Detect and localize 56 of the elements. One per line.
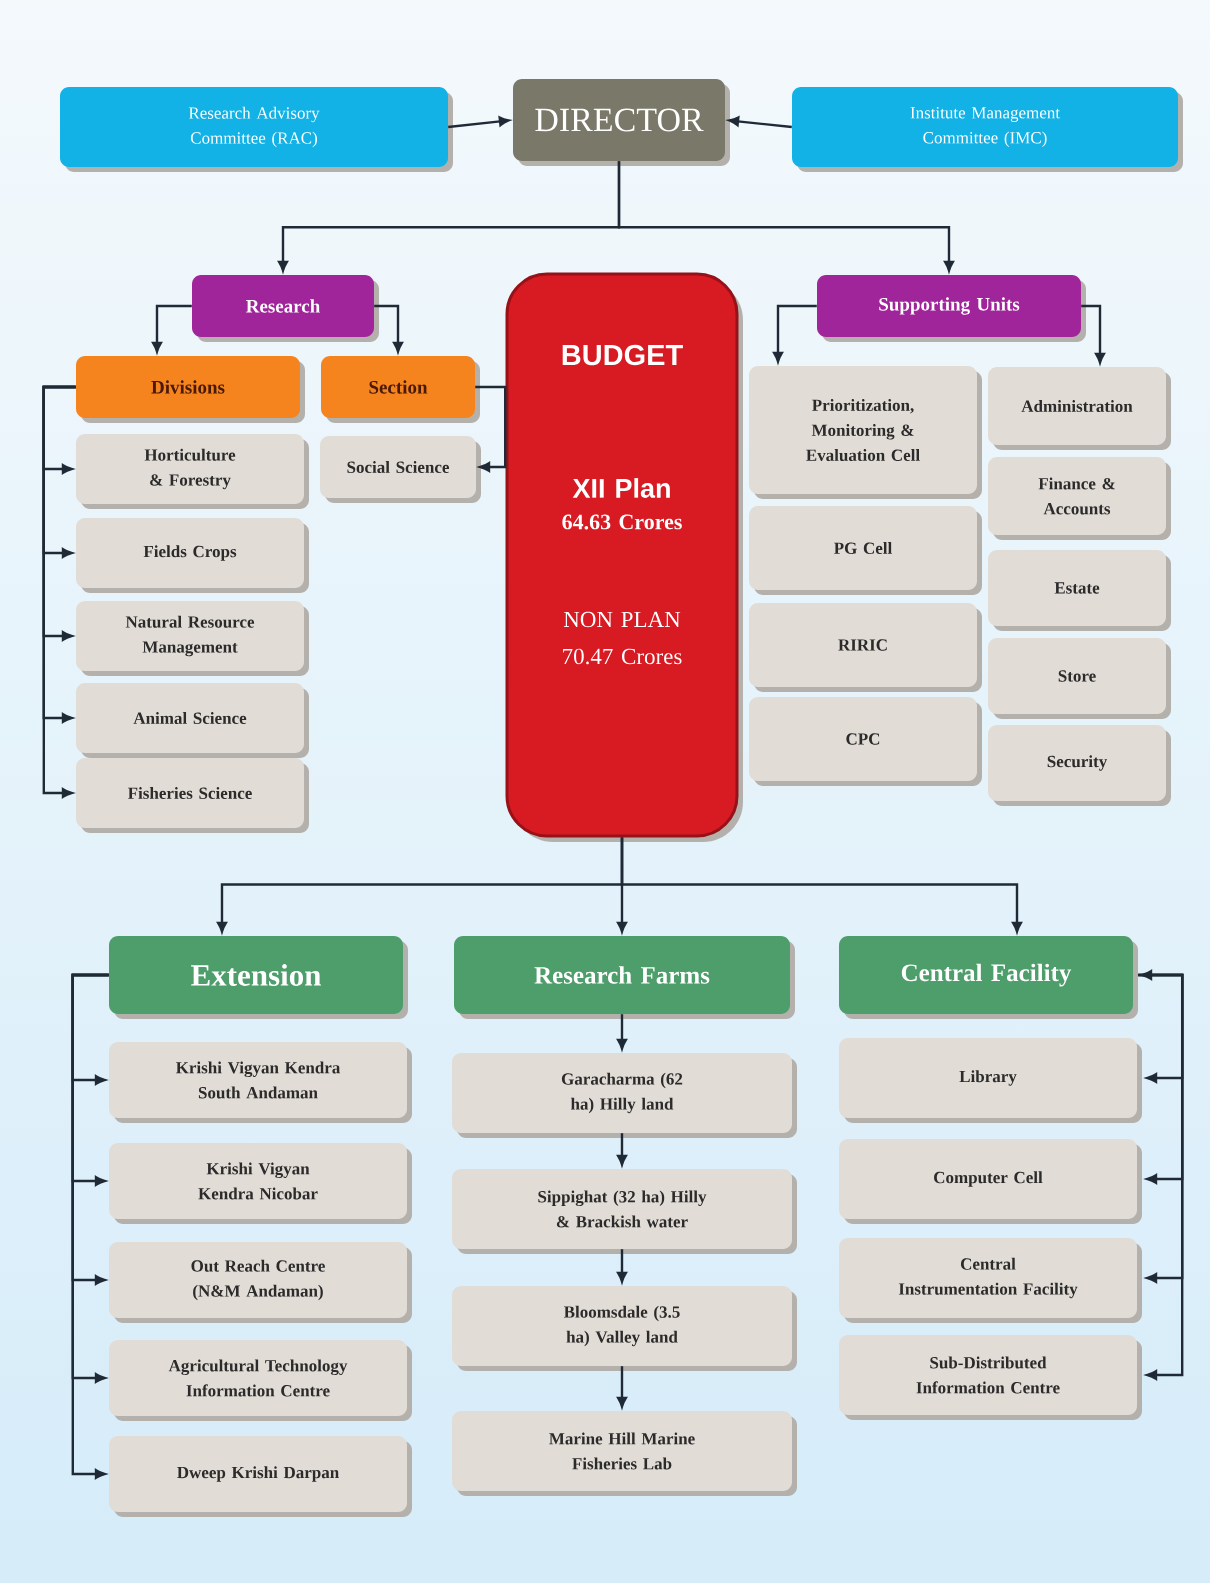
director-box: DIRECTOR — [513, 79, 730, 166]
unit-box: Agricultural Technology Information Centre — [109, 1340, 412, 1421]
unit-box: Security — [988, 725, 1171, 806]
unit-box: RIRIC — [749, 603, 982, 692]
unit-box: Central Instrumentation Facility — [839, 1238, 1142, 1323]
unit-box: Prioritization, Monitoring & Evaluation Cell — [749, 366, 982, 499]
unit-box: Store — [988, 638, 1171, 719]
unit-box: Krishi Vigyan Kendra South Andaman — [109, 1042, 412, 1123]
connector-arrow — [448, 116, 510, 129]
connector-arrow — [617, 1133, 627, 1166]
unit-header-box: Research — [192, 275, 379, 342]
unit-box: Fields Crops — [76, 518, 309, 593]
unit-box: Computer Cell — [839, 1139, 1142, 1224]
unit-box: Marine Hill Marine Fisheries Lab — [452, 1411, 797, 1496]
connector-arrow — [617, 161, 954, 272]
unit-box: Library — [839, 1038, 1142, 1123]
unit-box: Sub-Distributed Information Centre — [839, 1335, 1142, 1420]
unit-box: PG Cell — [749, 506, 982, 595]
unit-box: Garacharma (62 ha) Hilly land — [452, 1053, 797, 1138]
wing-header-box: Central Facility — [839, 936, 1138, 1019]
connector-arrow — [617, 1366, 627, 1408]
connector-arrow — [728, 116, 792, 129]
unit-box: Krishi Vigyan Kendra Nicobar — [109, 1143, 412, 1224]
unit-box: Finance & Accounts — [988, 457, 1171, 540]
unit-box: Dweep Krishi Darpan — [109, 1436, 412, 1517]
wing-header-box: Research Farms — [454, 936, 795, 1019]
unit-box: Out Reach Centre (N&M Andaman) — [109, 1242, 412, 1323]
connector-arrow — [152, 304, 192, 353]
connector-arrow — [620, 837, 1022, 933]
unit-box: Horticulture & Forestry — [76, 434, 309, 509]
connector-arrow — [773, 304, 817, 363]
committee-box: Institute Management Committee (IMC) — [792, 87, 1183, 172]
unit-box: Sippighat (32 ha) Hilly & Brackish water — [452, 1169, 797, 1254]
group-header-box: Divisions — [76, 356, 305, 423]
unit-box: Bloomsdale (3.5 ha) Valley land — [452, 1286, 797, 1371]
connector-arrow — [617, 1014, 627, 1050]
connector-arrow — [42, 385, 76, 798]
budget-pillar: BUDGET XII Plan 64.63 Crores NON PLAN 70.47 Crores — [505, 272, 743, 842]
connector-arrow — [1138, 973, 1184, 1283]
wing-header-box: Extension — [109, 936, 408, 1019]
committee-box: Research Advisory Committee (RAC) — [60, 87, 453, 172]
unit-header-box: Supporting Units — [817, 275, 1086, 342]
unit-box: Administration — [988, 367, 1171, 450]
group-header-box: Section — [321, 356, 480, 423]
unit-box: Estate — [988, 550, 1171, 631]
connector-arrow — [1141, 970, 1184, 1380]
unit-box: CPC — [749, 697, 982, 786]
connector-arrow — [617, 1249, 627, 1283]
connector-arrow — [475, 385, 507, 472]
unit-box: Social Science — [320, 436, 481, 503]
connector-arrow — [1081, 304, 1105, 364]
connector-arrow — [374, 304, 403, 353]
connector-arrow — [71, 973, 109, 1479]
unit-box: Fisheries Science — [76, 758, 309, 833]
unit-box: Animal Science — [76, 683, 309, 758]
unit-box: Natural Resource Management — [76, 601, 309, 676]
